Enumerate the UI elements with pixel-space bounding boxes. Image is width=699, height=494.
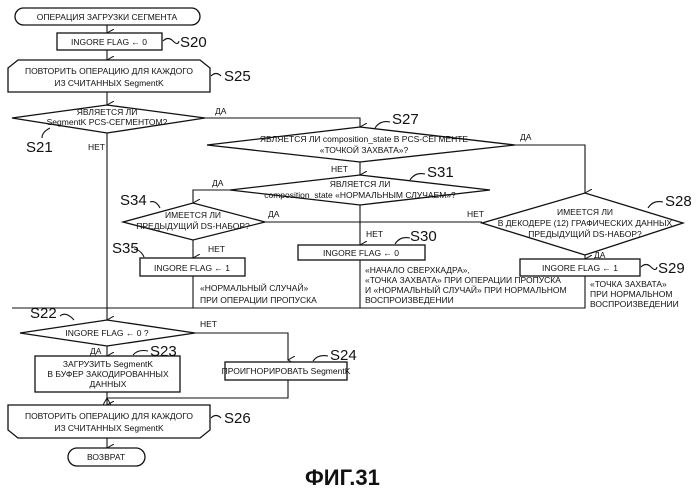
decision-s34: ИМЕЕТСЯ ЛИ ПРЕДЫДУЩИЙ DS-НАБОР? ДА НЕТ S… [120,192,280,254]
decision-s22: INGORE FLAG ← 0 ? НЕТ ДА S22 [20,305,217,356]
s31-no: НЕТ [366,229,383,239]
s28-line1: ИМЕЕТСЯ ЛИ [557,207,613,217]
s30-note4: ВОСПРОИЗВЕДЕНИИ [365,295,454,305]
s23-id: S23 [150,343,177,360]
s30-note3: И «НОРМАЛЬНЫЙ СЛУЧАЙ» ПРИ НОРМАЛЬНОМ [365,284,567,295]
s28-no: НЕТ [467,209,484,219]
s27-yes: ДА [520,132,532,142]
s21-no: НЕТ [88,142,105,152]
s27-id: S27 [392,111,419,128]
s30-text: INGORE FLAG ← 0 [323,248,399,258]
s27-line2: «ТОЧКОЙ ЗАХВАТА»? [320,144,409,155]
loop-end-s26: ПОВТОРИТЬ ОПЕРАЦИЮ ДЛЯ КАЖДОГО ИЗ СЧИТАН… [8,405,251,438]
s27-no: НЕТ [331,164,348,174]
decision-s31: ЯВЛЯЕТСЯ ЛИ composition_state «НОРМАЛЬНЫ… [212,164,490,239]
s21-id: S21 [26,139,53,156]
s23-line3: ДАННЫХ [90,379,127,389]
figure-label: ФИГ.31 [305,465,380,490]
s26-id: S26 [224,410,251,427]
s34-line1: ИМЕЕТСЯ ЛИ [165,210,221,220]
s30-id: S30 [410,228,437,245]
s29-note3: ВОСПРОИЗВЕДЕНИИ [590,299,679,309]
start-label: ОПЕРАЦИЯ ЗАГРУЗКИ СЕГМЕНТА [37,12,178,22]
s26-line1: ПОВТОРИТЬ ОПЕРАЦИЮ ДЛЯ КАЖДОГО [25,411,193,421]
s20-text: INGORE FLAG ← 0 [71,37,147,47]
s35-note2: ПРИ ОПЕРАЦИИ ПРОПУСКА [200,295,317,305]
end-terminal: ВОЗВРАТ [68,448,145,466]
s31-line2: composition_state «НОРМАЛЬНЫМ СЛУЧАЕМ»? [264,190,456,200]
s28-id: S28 [665,193,692,210]
decision-s28: ИМЕЕТСЯ ЛИ В ДЕКОДЕРЕ (12) ГРАФИЧЕСКИХ Д… [467,193,692,255]
s24-text: ПРОИГНОРИРОВАТЬ SegmentK [222,366,351,376]
s30-note1: «НАЧАЛО СВЕРХКАДРА», [365,265,470,275]
s29-id: S29 [658,260,685,277]
decision-s27: ЯВЛЯЕТСЯ ЛИ composition_state В PCS-СЕГМ… [207,111,532,174]
end-label: ВОЗВРАТ [87,452,125,462]
s27-line1: ЯВЛЯЕТСЯ ЛИ composition_state В PCS-СЕГМ… [260,134,468,144]
s35-note1: «НОРМАЛЬНЫЙ СЛУЧАЙ» [200,282,309,293]
s25-line2: ИЗ СЧИТАННЫХ SegmentK [54,78,164,88]
s22-no: НЕТ [200,319,217,329]
s22-id: S22 [30,305,57,322]
step-s24: ПРОИГНОРИРОВАТЬ SegmentK S24 [222,347,357,380]
s34-line2: ПРЕДЫДУЩИЙ DS-НАБОР? [136,220,250,231]
step-s20: INGORE FLAG ← 0 S20 [57,33,207,51]
s29-text: INGORE FLAG ← 1 [542,263,618,273]
s34-id: S34 [120,192,147,209]
decision-s21: ЯВЛЯЕТСЯ ЛИ SegmentK PCS-СЕГМЕНТОМ? ДА Н… [12,105,227,156]
s35-text: INGORE FLAG ← 1 [154,263,230,273]
start-terminal: ОПЕРАЦИЯ ЗАГРУЗКИ СЕГМЕНТА [15,8,200,25]
s23-line2: В БУФЕР ЗАКОДИРОВАННЫХ [47,369,169,379]
s25-id: S25 [224,68,251,85]
s31-line1: ЯВЛЯЕТСЯ ЛИ [330,179,391,189]
s35-id: S35 [112,240,139,257]
loop-start-s25: ПОВТОРИТЬ ОПЕРАЦИЮ ДЛЯ КАЖДОГО ИЗ СЧИТАН… [8,60,251,92]
s29-note1: «ТОЧКА ЗАХВАТА» [590,279,667,289]
s21-yes: ДА [215,106,227,116]
s22-yes: ДА [90,346,102,356]
s25-line1: ПОВТОРИТЬ ОПЕРАЦИЮ ДЛЯ КАЖДОГО [25,66,193,76]
s21-line2: SegmentK PCS-СЕГМЕНТОМ? [47,117,168,127]
s31-yes: ДА [212,178,224,188]
s21-line1: ЯВЛЯЕТСЯ ЛИ [77,107,138,117]
s22-text: INGORE FLAG ← 0 ? [65,328,148,338]
s20-id: S20 [180,34,207,51]
s28-line2: В ДЕКОДЕРЕ (12) ГРАФИЧЕСКИХ ДАННЫХ [498,218,673,228]
s24-id: S24 [330,347,357,364]
s34-yes: ДА [268,209,280,219]
s34-no: НЕТ [208,244,225,254]
s31-id: S31 [427,164,454,181]
s28-yes-label: ДА [594,250,606,260]
s23-line1: ЗАГРУЗИТЬ SegmentK [63,359,153,369]
s29-note2: ПРИ НОРМАЛЬНОМ [590,289,673,299]
s26-line2: ИЗ СЧИТАННЫХ SegmentK [54,423,164,433]
s28-line3: ПРЕДЫДУЩИЙ DS-НАБОР? [528,228,642,239]
